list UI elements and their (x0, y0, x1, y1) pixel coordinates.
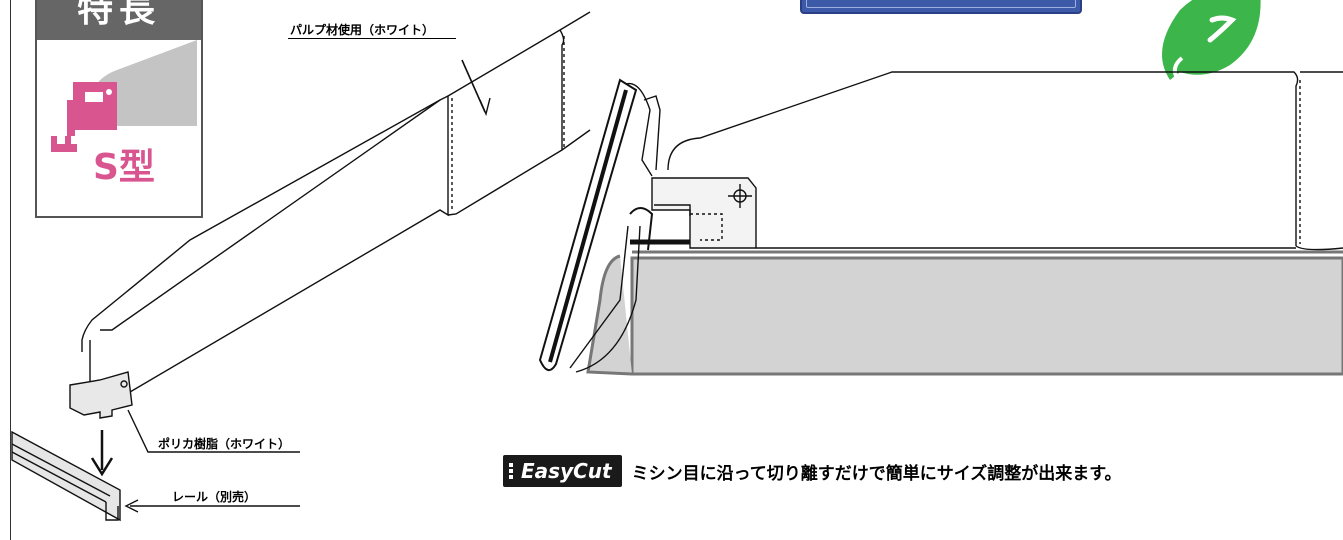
polycarbonate-label: ポリカ樹脂（ホワイト） (158, 437, 291, 451)
easycut-logo: EasyCut (503, 455, 622, 487)
s-type-illustration (51, 40, 197, 152)
feature-badge: 特長 S型 (35, 0, 203, 218)
easycut-row: EasyCut ミシン目に沿って切り離すだけで簡単にサイズ調整が出来ます。 (503, 455, 1122, 487)
badge-title: 特長 (76, 0, 161, 30)
s-type-label: S型 (93, 147, 155, 188)
blue-tab (800, 0, 1082, 14)
easycut-description: ミシン目に沿って切り離すだけで簡単にサイズ調整が出来ます。 (631, 463, 1122, 484)
easycut-bars-icon (509, 461, 515, 481)
leaf-icon (1162, 0, 1261, 80)
pulp-material-label: パルプ材使用（ホワイト） (290, 23, 435, 37)
left-frame-line (10, 0, 11, 540)
badge-header: 特長 (37, 0, 201, 40)
rail-label: レール（別売） (172, 490, 257, 504)
pulp-callout-line (288, 38, 456, 39)
easycut-logo-text: EasyCut (521, 459, 612, 483)
